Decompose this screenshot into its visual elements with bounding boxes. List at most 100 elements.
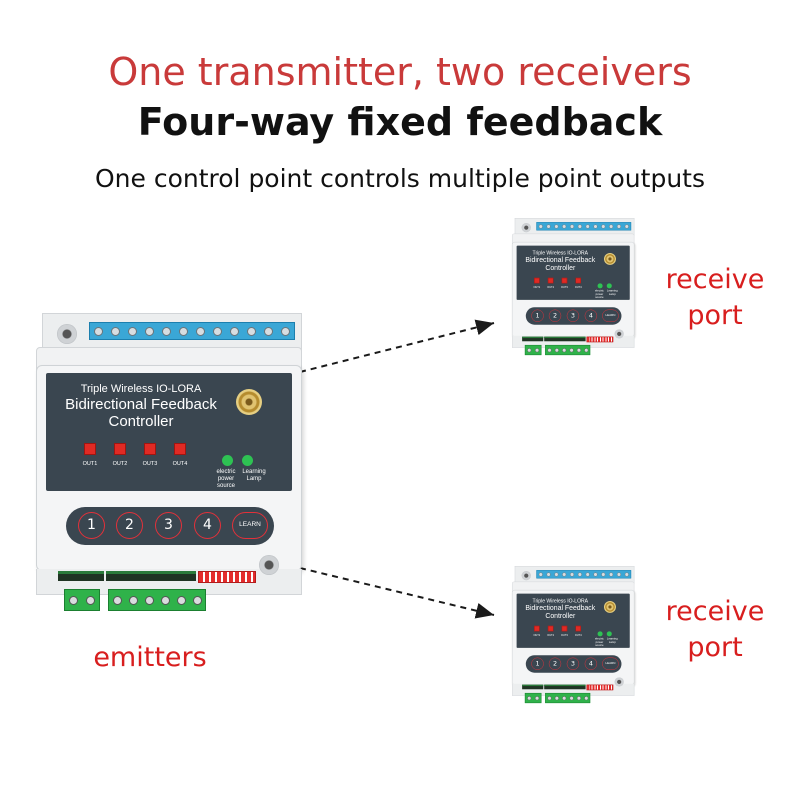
keypad: 1 2 3 4 LEARN [525,655,622,673]
out4-label: OUT4 [172,461,188,467]
power-led [222,455,233,466]
out4-led [575,625,581,632]
key-4-button[interactable]: 4 [584,309,598,322]
terminal-block-2pin [524,344,542,356]
key-2-button[interactable]: 2 [116,512,143,539]
antenna-connector-icon [604,600,616,613]
device-title-line2: Bidirectional Feedback [525,256,596,264]
out1-label: OUT1 [82,461,98,467]
out3-led [561,625,568,632]
out2-led [547,277,554,284]
device-title-line1: Triple Wireless IO-LORA [532,250,589,256]
device-title-line2: Bidirectional Feedback [65,396,217,413]
device-top-housing [514,218,635,236]
key-1-button[interactable]: 1 [531,309,544,322]
key-2-button[interactable]: 2 [548,309,562,322]
device-front-panel: Triple Wireless IO-LORA Bidirectional Fe… [46,373,292,491]
out3-label: OUT3 [561,286,568,289]
learning-led [606,283,612,289]
bottom-connector [58,571,104,581]
out1-label: OUT1 [533,634,541,637]
key-4-button[interactable]: 4 [584,657,598,670]
learning-led-label: Learning Lamp [606,289,618,296]
bottom-connector [544,684,586,690]
dip-switch [198,571,256,583]
device-title-line3: Controller [108,413,174,430]
device-title-line1: Triple Wireless IO-LORA [80,383,202,395]
keypad: 1 2 3 4 LEARN [66,507,274,545]
learning-led-label: Learning Lamp [606,637,618,644]
keypad: 1 2 3 4 LEARN [525,307,622,325]
key-3-button[interactable]: 3 [566,657,580,670]
headline-subtitle: Four-way fixed feedback [137,100,663,144]
out3-label: OUT3 [561,634,568,637]
headline-description: One control point controls multiple poin… [94,164,705,193]
out4-led [575,277,581,284]
transmitter-device: Triple Wireless IO-LORA Bidirectional Fe… [36,313,356,613]
power-led-label: electric power source [595,289,604,299]
terminal-block-2pin [524,692,542,704]
device-title-line3: Controller [545,612,576,620]
learn-button[interactable]: LEARN [232,512,268,539]
learning-led [606,631,612,637]
terminal-block-6pin [108,589,206,611]
mount-hole [57,324,77,344]
terminal-block-6pin [545,344,591,356]
emitters-label: emitters [93,642,207,673]
dip-switch [586,684,614,691]
antenna-connector-icon [604,252,616,265]
learning-led [242,455,253,466]
top-terminal-strip [536,570,632,579]
out3-led [144,443,156,455]
key-3-button[interactable]: 3 [566,309,580,322]
learning-led-label: Learning Lamp [242,469,266,482]
key-1-button[interactable]: 1 [78,512,105,539]
power-led [597,283,603,289]
bottom-connector [522,684,544,690]
out2-label: OUT2 [547,634,555,637]
learn-button[interactable]: LEARN [602,309,619,322]
key-3-button[interactable]: 3 [155,512,182,539]
key-4-button[interactable]: 4 [194,512,221,539]
device-title-line3: Controller [545,264,576,272]
out1-label: OUT1 [533,286,541,289]
device-top-housing [514,566,635,584]
headline-title: One transmitter, two receivers [108,50,692,94]
receiver-1-label: receive port [665,264,765,331]
device-top-housing [42,313,302,351]
device-title-line1: Triple Wireless IO-LORA [532,598,589,604]
receiver-device-1: Triple Wireless IO-LORA Bidirectional Fe… [512,218,659,356]
bottom-connector [522,336,544,342]
device-title-line2: Bidirectional Feedback [525,604,596,612]
power-led-label: electric power source [216,469,236,489]
power-led-label: electric power source [595,637,604,647]
out1-led [84,443,96,455]
receiver-2-label: receive port [665,596,765,663]
arrow-to-receiver-2 [299,567,495,619]
out1-led [534,277,540,284]
terminal-block-6pin [545,692,591,704]
antenna-connector-icon [236,389,262,415]
key-1-button[interactable]: 1 [531,657,544,670]
out4-led [174,443,186,455]
out4-label: OUT4 [574,286,582,289]
bottom-connector [544,336,586,342]
learn-button[interactable]: LEARN [602,657,619,670]
receiver-device-2: Triple Wireless IO-LORA Bidirectional Fe… [512,566,659,704]
arrow-to-receiver-1 [299,319,495,373]
bottom-connector [106,571,196,581]
device-front-panel: Triple Wireless IO-LORA Bidirectional Fe… [516,593,630,648]
mount-hole [614,677,624,687]
out1-led [534,625,540,632]
mount-hole [521,223,531,233]
mount-hole [521,571,531,581]
key-2-button[interactable]: 2 [548,657,562,670]
top-terminal-strip [89,322,295,340]
power-led [597,631,603,637]
out2-led [114,443,126,455]
out3-label: OUT3 [142,461,158,467]
out2-label: OUT2 [112,461,128,467]
dip-switch [586,336,614,343]
out4-label: OUT4 [574,634,582,637]
